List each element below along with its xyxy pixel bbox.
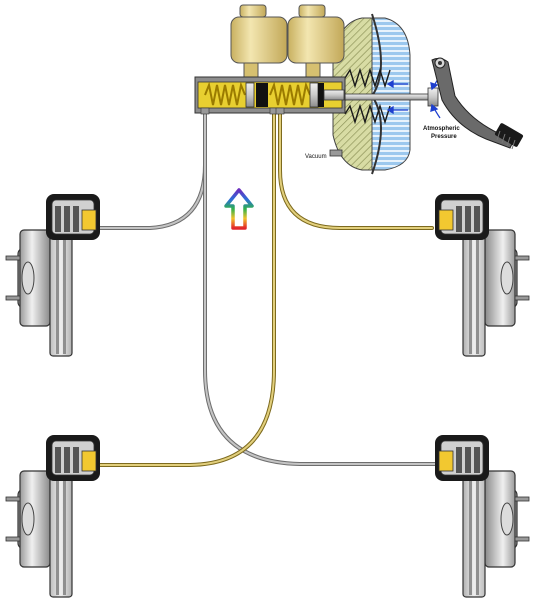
atmospheric-pressure-label-line1: Atmospheric: [423, 126, 460, 132]
pressure-arrows: [386, 75, 441, 119]
wheel-brake-front-left: [5, 193, 101, 357]
vacuum-label: Vacuum: [305, 154, 327, 160]
forward-direction-arrow: [224, 188, 254, 230]
wheel-brake-front-right: [434, 193, 530, 357]
master-cylinder: [194, 4, 346, 115]
brake-line-circuit-1: [98, 108, 447, 466]
wheel-brake-rear-left: [5, 434, 101, 598]
fluid-reservoir-rear: [287, 4, 345, 78]
wheel-brake-rear-right: [434, 434, 530, 598]
atmospheric-pressure-label-line2: Pressure: [431, 134, 457, 140]
fluid-reservoir-front: [230, 4, 288, 78]
brake-line-circuit-2: [94, 108, 434, 467]
brake-pedal: Atmospheric Pressure: [423, 57, 524, 150]
